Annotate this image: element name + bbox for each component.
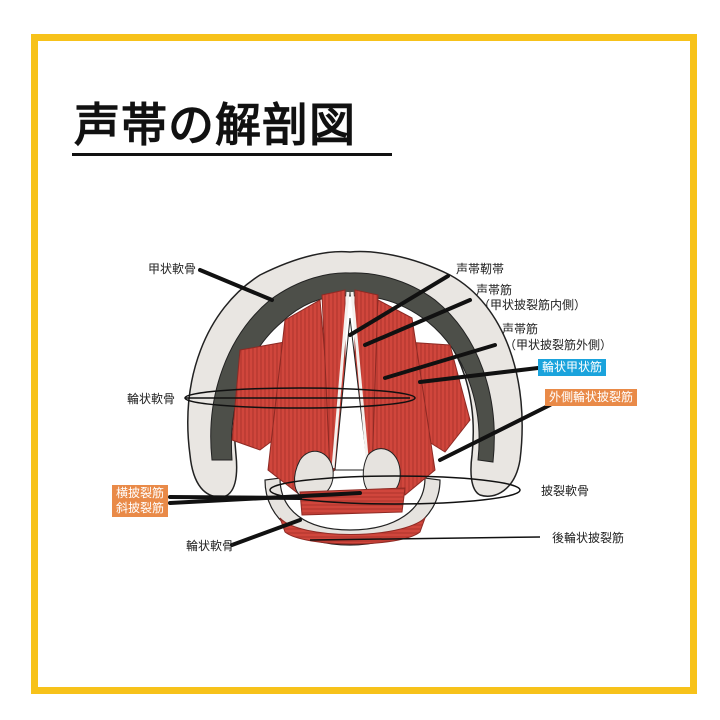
tag-transverse-arytenoid: 横披裂筋 [112,485,169,502]
pointer-vocal-ligament [348,274,450,337]
tag-lateral-cricoarytenoid: 外側輪状披裂筋 [545,389,638,406]
pointer-cricoid-lower [230,518,302,547]
vocal-ligament-left [331,291,350,469]
pointer-vocalis-2 [383,343,497,380]
pointer-thyroid [198,268,274,302]
pointer-oblique [168,491,362,505]
posterior-cricoarytenoid-muscle [279,516,427,545]
tag-cricothyroid: 輪状甲状筋 [538,359,607,376]
label-arytenoid-cartilage: 披裂軟骨 [541,484,590,498]
tag-oblique-arytenoid: 斜披裂筋 [112,500,169,517]
pointer-cricothyroid [418,366,540,384]
vocal-ligament-right [350,291,370,469]
title-underline [72,153,392,156]
label-thyroid-cartilage: 甲状軟骨 [148,262,197,276]
label-vocal-ligament: 声帯靭帯 [456,262,505,276]
glottis [334,317,369,471]
page-title: 声帯の解剖図 [74,98,356,152]
label-vocalis-1: 声帯筋 [476,283,513,297]
label-vocalis-1-sub: （甲状披裂筋内側） [478,298,587,312]
pointer-lateral-ca [438,403,552,462]
label-cricoid-upper: 輪状軟骨 [127,392,176,406]
pointer-vocalis-1 [363,298,472,347]
label-vocalis-2: 声帯筋 [502,322,539,336]
pointer-arytenoid [269,475,521,505]
label-posterior-cricoarytenoid: 後輪状披裂筋 [552,531,625,545]
pointer-posterior-ca [309,536,541,541]
label-cricoid-lower: 輪状軟骨 [186,539,235,553]
label-vocalis-2-sub: （甲状披裂筋外側） [504,338,613,352]
thyroid-inner-band [210,272,495,463]
